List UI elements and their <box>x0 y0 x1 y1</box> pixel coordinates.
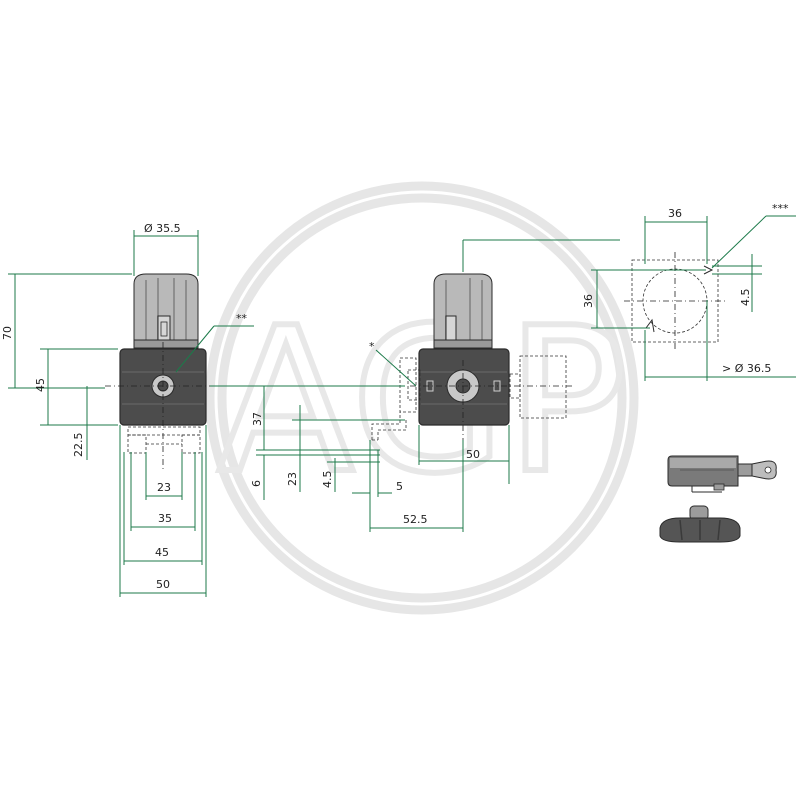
front-view: Ø 35.5 70 45 22.5 23 35 45 50 ** <box>1 222 254 597</box>
key-icon <box>751 460 777 480</box>
front-dimensions <box>8 230 254 597</box>
front-note-double-star: ** <box>236 312 248 325</box>
panel-cutout: 36 36 4.5 > Ø 36.5 *** <box>582 202 796 381</box>
side-dim-52-5: 52.5 <box>403 513 428 526</box>
lock-accessory <box>667 455 777 493</box>
star-knob-accessory <box>659 505 741 543</box>
front-dim-50: 50 <box>156 578 170 591</box>
side-note-star: * <box>369 340 375 353</box>
cutout-note-triple-star: *** <box>772 202 789 215</box>
side-dim-23: 23 <box>286 472 299 486</box>
side-view: * 37 6 23 4.5 5 50 52.5 <box>210 239 620 532</box>
front-dim-23: 23 <box>157 481 171 494</box>
side-dim-5: 5 <box>396 480 403 493</box>
front-dim-45b: 45 <box>155 546 169 559</box>
side-dim-6: 6 <box>250 480 263 487</box>
side-dim-4-5: 4.5 <box>321 471 334 489</box>
side-dim-37: 37 <box>251 412 264 426</box>
cutout-dimensions <box>591 215 796 381</box>
cutout-dim-36-top: 36 <box>668 207 682 220</box>
front-dim-45: 45 <box>34 378 47 392</box>
side-knob <box>433 273 493 349</box>
cutout-dim-4-5: 4.5 <box>739 289 752 307</box>
cutout-dim-36-left: 36 <box>582 294 595 308</box>
front-dim-35: 35 <box>158 512 172 525</box>
side-dim-50: 50 <box>466 448 480 461</box>
front-knob <box>133 273 199 349</box>
side-dimensions <box>210 239 620 532</box>
front-dim-diameter: Ø 35.5 <box>144 222 181 235</box>
cutout-dim-diameter: > Ø 36.5 <box>722 362 771 375</box>
front-dim-70: 70 <box>1 326 14 340</box>
front-dim-22-5: 22.5 <box>72 433 85 458</box>
